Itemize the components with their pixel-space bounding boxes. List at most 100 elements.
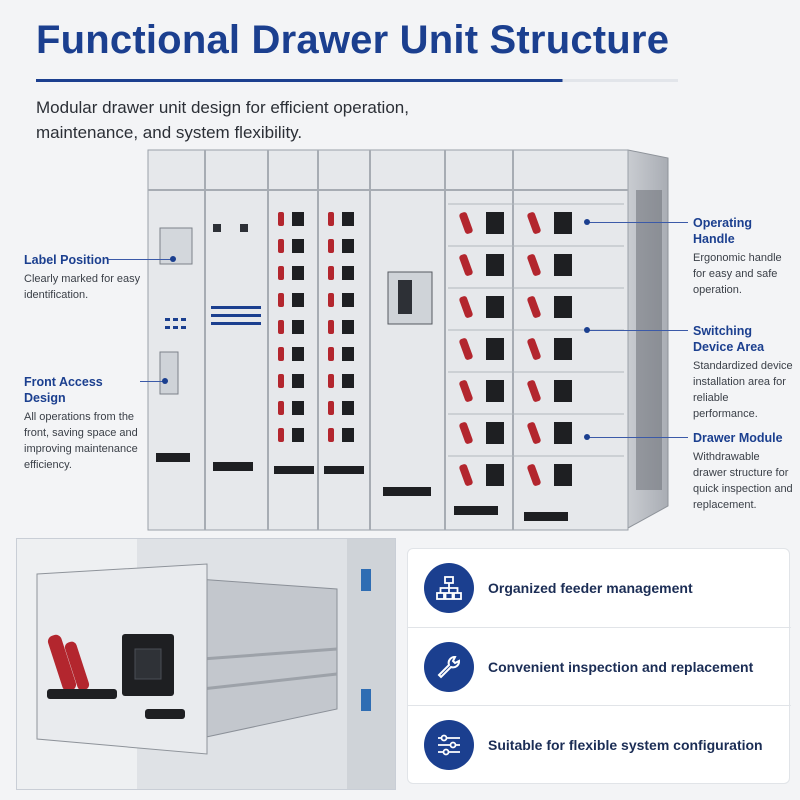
feature-item: Suitable for flexible system configurati… [408,705,791,783]
drawer-socket [342,347,354,361]
drawer-socket [342,428,354,442]
callout-marker [170,256,176,262]
drawer-socket [342,293,354,307]
drawer-handle [278,293,284,307]
callout-title: Drawer Module [693,431,783,445]
feature-item: Organized feeder management [408,549,791,627]
callout-leader-line [108,259,172,260]
drawer-socket [486,422,504,444]
drawer-handle [328,320,334,334]
callout-description: Ergonomic handle for easy and safe opera… [693,252,782,296]
drawer-handle [278,374,284,388]
drawer-socket [486,296,504,318]
drawer-socket [342,239,354,253]
drawer-handle [459,464,473,486]
callout-switching-device: Switching Device Area Standardized devic… [693,323,795,422]
callout-marker [162,378,168,384]
page-subtitle: Modular drawer unit design for efficient… [36,98,409,142]
callout-title: Operating Handle [693,216,753,246]
drawer-socket [554,296,572,318]
callout-leader-line [588,437,688,438]
drawer-socket [554,212,572,234]
switchgear-cabinet-illustration [147,149,669,531]
drawer-socket [342,266,354,280]
drawer-socket [342,374,354,388]
drawer-socket [292,266,304,280]
callout-leader-line [588,330,688,331]
drawer-handle [328,239,334,253]
callout-label-position: Label Position Clearly marked for easy i… [24,252,144,303]
drawer-socket [292,347,304,361]
drawer-handle [527,254,541,276]
drawer-handle [527,380,541,402]
callout-leader-line [140,381,164,382]
drawer-handle [278,428,284,442]
drawer-socket [554,422,572,444]
drawer-handle [527,464,541,486]
callout-marker [584,434,590,440]
vent-slot [324,466,364,474]
drawer-socket [554,338,572,360]
drawer-handle [459,254,473,276]
drawer-socket [486,380,504,402]
callout-marker [584,219,590,225]
callout-operating-handle: Operating Handle Ergonomic handle for ea… [693,215,795,298]
drawer-socket [486,464,504,486]
drawer-socket [554,380,572,402]
callout-description: Standardized device installation area fo… [693,360,793,420]
callout-description: Clearly marked for easy identification. [24,273,141,301]
drawer-handle [527,422,541,444]
drawer-socket [342,212,354,226]
network-icon [424,563,474,613]
drawer-handle [278,239,284,253]
feature-label: Organized feeder management [488,580,693,596]
drawer-socket [292,428,304,442]
drawer-handle [278,401,284,415]
callout-front-access: Front Access Design All operations from … [24,374,144,473]
callout-marker [584,327,590,333]
drawer-handle [278,347,284,361]
drawer-handle [328,374,334,388]
drawer-socket [292,401,304,415]
drawer-socket [342,401,354,415]
drawer-socket [292,212,304,226]
title-underline [36,79,678,82]
drawer-handle [459,212,473,234]
wrench-icon [424,641,474,692]
drawer-handle [328,212,334,226]
drawer-socket [292,293,304,307]
drawer-socket [486,212,504,234]
callout-title: Switching Device Area [693,324,765,354]
drawer-handle [328,293,334,307]
drawer-handle [459,422,473,444]
drawer-handle [527,338,541,360]
drawer-socket [554,464,572,486]
drawer-handle [278,320,284,334]
drawer-socket [292,320,304,334]
drawer-handle [459,380,473,402]
callout-description: Withdrawable drawer structure for quick … [693,451,793,511]
withdrawn-drawer-illustration [17,539,395,789]
drawer-handle [328,266,334,280]
drawer-socket [292,374,304,388]
drawer-socket [342,320,354,334]
drawer-handle [527,296,541,318]
feature-label: Suitable for flexible system configurati… [488,736,763,753]
drawer-handle [278,212,284,226]
drawer-handle [328,401,334,415]
drawer-handle [278,266,284,280]
page-title: Functional Drawer Unit Structure [36,18,670,62]
feature-label: Convenient inspection and replacement [488,658,754,675]
drawer-handle [328,428,334,442]
drawer-socket [486,338,504,360]
callout-title: Front Access Design [24,375,103,405]
feature-item: Convenient inspection and replacement [408,627,791,705]
drawer-handle [328,347,334,361]
drawer-socket [486,254,504,276]
drawer-detail-inset [16,538,396,790]
vent-slot [274,466,314,474]
callout-title: Label Position [24,253,110,267]
drawer-handle [527,212,541,234]
callout-description: All operations from the front, saving sp… [24,411,138,471]
drawer-socket [554,254,572,276]
